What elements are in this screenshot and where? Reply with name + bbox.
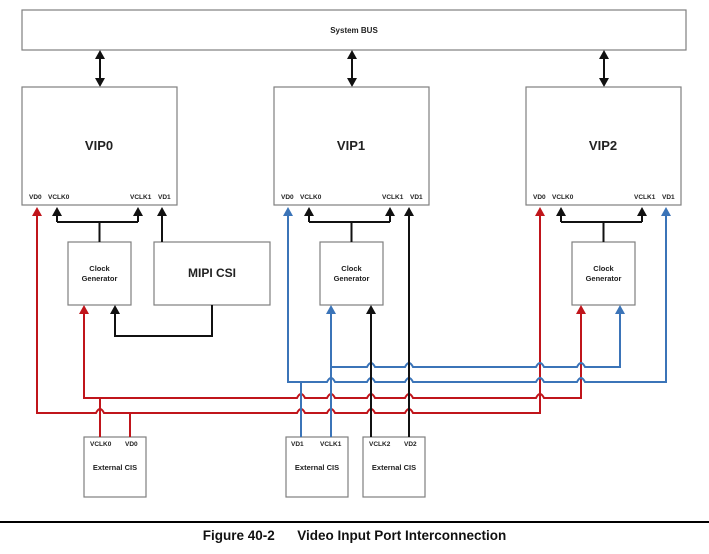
clock-generator-1-label-2: Generator bbox=[334, 274, 370, 283]
vip2-block: VIP2 VD0 VCLK0 VCLK1 VD1 bbox=[525, 86, 682, 206]
external-cis-2-label: External CIS bbox=[372, 463, 416, 472]
clock-generator-1: Clock Generator bbox=[319, 241, 384, 306]
system-bus-label: System BUS bbox=[330, 26, 378, 35]
vip2-vclk1-arrow-icon bbox=[637, 207, 647, 216]
vip2-vd1-arrow-icon bbox=[661, 207, 671, 216]
clockgen1-vclk1-arrow-icon bbox=[326, 305, 336, 314]
external-cis-0-label: External CIS bbox=[93, 463, 137, 472]
clockgen0-mipi-arrow-icon bbox=[110, 305, 120, 314]
cis1-vclk1-to-clockgen2-wire bbox=[331, 314, 621, 368]
vip1-pin-vd0: VD0 bbox=[281, 194, 294, 201]
clock-generator-0-label-1: Clock bbox=[89, 264, 110, 273]
bus-arrows bbox=[95, 50, 609, 87]
external-cis-0: VCLK0 VD0 External CIS bbox=[83, 436, 147, 498]
bus-arrow-vip1 bbox=[347, 50, 357, 87]
vip1-vd1-arrow-icon bbox=[404, 207, 414, 216]
vip2-vd0-arrow-icon bbox=[535, 207, 545, 216]
vip1-vclk0-arrow-icon bbox=[304, 207, 314, 216]
vip0-clock-distribution-wire bbox=[56, 215, 139, 242]
external-cis-1-pin-vd1: VD1 bbox=[291, 441, 304, 448]
external-cis-0-pin-vclk0: VCLK0 bbox=[90, 441, 112, 448]
mipi-csi-block: MIPI CSI bbox=[153, 241, 271, 306]
vip0-pin-vd0: VD0 bbox=[29, 194, 42, 201]
vip0-vclk0-arrow-icon bbox=[52, 207, 62, 216]
mipi-to-clockgen0-wire bbox=[114, 305, 213, 337]
external-cis-1-label: External CIS bbox=[295, 463, 339, 472]
clock-generator-0-label-2: Generator bbox=[82, 274, 118, 283]
vip0-vd0-arrow-icon bbox=[32, 207, 42, 216]
vip0-vclk1-arrow-icon bbox=[133, 207, 143, 216]
wires bbox=[32, 207, 671, 437]
vip0-block: VIP0 VD0 VCLK0 VCLK1 VD1 bbox=[21, 86, 178, 206]
vip2-pin-vd0: VD0 bbox=[533, 194, 546, 201]
cis1-vd1-to-vip1-wire bbox=[287, 215, 301, 383]
vip2-pin-vclk1: VCLK1 bbox=[634, 194, 656, 201]
vip1-label: VIP1 bbox=[337, 138, 365, 153]
external-cis-1: VD1 VCLK1 External CIS bbox=[285, 436, 349, 498]
mipi-csi-label: MIPI CSI bbox=[188, 266, 236, 280]
vip0-pin-vd1: VD1 bbox=[158, 194, 171, 201]
vip2-pin-vclk0: VCLK0 bbox=[552, 194, 574, 201]
vip2-vclk0-arrow-icon bbox=[556, 207, 566, 216]
clockgen1-vclk2-arrow-icon bbox=[366, 305, 376, 314]
interconnection-diagram: System BUS VIP0 VD0 VCLK0 VCLK1 VD1 VIP1… bbox=[21, 9, 687, 498]
vip1-vd0-arrow-icon bbox=[283, 207, 293, 216]
clockgen2-vclk1-arrow-icon bbox=[615, 305, 625, 314]
clock-generator-2-label-1: Clock bbox=[593, 264, 614, 273]
clock-generator-1-label-1: Clock bbox=[341, 264, 362, 273]
external-cis-1-pin-vclk1: VCLK1 bbox=[320, 441, 342, 448]
vip1-clock-distribution-wire bbox=[308, 215, 391, 242]
vip1-pin-vd1: VD1 bbox=[410, 194, 423, 201]
clockgen0-vclk0-arrow-icon bbox=[79, 305, 89, 314]
figure-number: Figure 40-2 bbox=[202, 528, 275, 543]
cis0-vclk0-to-clockgen0-wire bbox=[83, 314, 100, 399]
figure-title: Video Input Port Interconnection bbox=[297, 528, 507, 543]
external-cis-2-pin-vd2: VD2 bbox=[404, 441, 417, 448]
vip0-pin-vclk0: VCLK0 bbox=[48, 194, 70, 201]
vip0-vd1-arrow-icon bbox=[157, 207, 167, 216]
vip1-vclk1-arrow-icon bbox=[385, 207, 395, 216]
clock-generator-2-label-2: Generator bbox=[586, 274, 622, 283]
bus-arrow-vip0 bbox=[95, 50, 105, 87]
figure-caption: Figure 40-2 Video Input Port Interconnec… bbox=[0, 528, 709, 543]
external-cis-2: VCLK2 VD2 External CIS bbox=[362, 436, 426, 498]
clockgen2-vclk0-arrow-icon bbox=[576, 305, 586, 314]
external-cis-2-pin-vclk2: VCLK2 bbox=[369, 441, 391, 448]
vip2-pin-vd1: VD1 bbox=[662, 194, 675, 201]
vip2-label: VIP2 bbox=[589, 138, 617, 153]
vip1-pin-vclk1: VCLK1 bbox=[382, 194, 404, 201]
vip1-block: VIP1 VD0 VCLK0 VCLK1 VD1 bbox=[273, 86, 430, 206]
clock-generator-0: Clock Generator bbox=[67, 241, 132, 306]
cis0-vclk0-to-clockgen2-wire bbox=[100, 314, 582, 399]
clock-generator-2: Clock Generator bbox=[571, 241, 636, 306]
external-cis-0-pin-vd0: VD0 bbox=[125, 441, 138, 448]
vip2-clock-distribution-wire bbox=[560, 215, 643, 242]
vip0-pin-vclk1: VCLK1 bbox=[130, 194, 152, 201]
vip1-pin-vclk0: VCLK0 bbox=[300, 194, 322, 201]
caption-divider bbox=[0, 521, 709, 523]
bus-arrow-vip2 bbox=[599, 50, 609, 87]
system-bus-box bbox=[21, 9, 687, 51]
vip0-label: VIP0 bbox=[85, 138, 113, 153]
